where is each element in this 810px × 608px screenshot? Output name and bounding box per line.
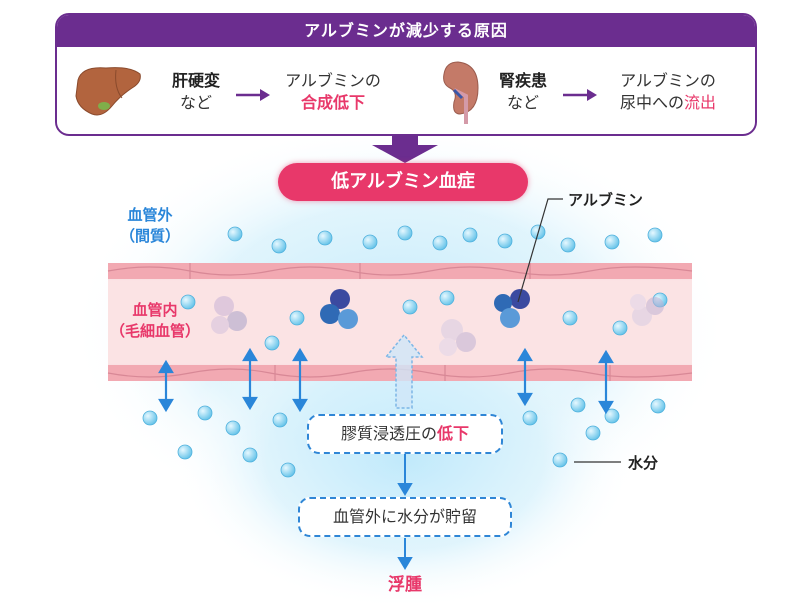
liver-cause-suffix: など <box>179 93 212 112</box>
albumin-faded-1 <box>211 296 247 334</box>
purple-arrow-icon <box>563 89 597 101</box>
outside-label-line2: （間質） <box>119 227 180 245</box>
kidney-result-prefix: 尿中への <box>619 93 684 112</box>
albumin-faded-2 <box>439 319 476 356</box>
kidney-cause: 腎疾患 など <box>487 70 559 114</box>
albumin-solid-1 <box>320 289 358 329</box>
cause-to-condition-arrow <box>372 136 438 163</box>
outside-label-line1: 血管外 <box>127 206 173 224</box>
kidney-result-highlight: 流出 <box>684 93 717 112</box>
kidney-icon <box>443 61 479 124</box>
liver-result-line1: アルブミンの <box>285 71 381 90</box>
inside-label-line1: 血管内 <box>132 301 178 319</box>
inside-vessel-label: 血管内 （毛細血管） <box>100 300 210 342</box>
cause-panel-title: アルブミンが減少する原因 <box>57 15 755 47</box>
albumin-faded-3 <box>630 294 664 326</box>
flow-arrows <box>397 453 413 570</box>
outside-vessel-label: 血管外 （間質） <box>110 205 190 247</box>
oncotic-pressure-text: 膠質浸透圧の <box>340 424 437 443</box>
cause-panel: アルブミンが減少する原因 <box>55 13 757 136</box>
oncotic-pressure-arrow <box>384 333 424 409</box>
leader-lines <box>517 198 621 463</box>
oncotic-pressure-highlight: 低下 <box>437 424 470 443</box>
purple-arrow-icon <box>236 89 270 101</box>
albumin-solid-2 <box>494 289 530 328</box>
kidney-result-line1: アルブミンの <box>620 71 716 90</box>
inside-label-line2: （毛細血管） <box>109 322 200 340</box>
fluid-retention-box: 血管外に水分が貯留 <box>298 497 512 537</box>
liver-cause: 肝硬変 など <box>160 70 232 114</box>
liver-icon <box>75 67 141 116</box>
edema-result: 浮腫 <box>388 575 422 595</box>
liver-cause-name: 肝硬変 <box>171 71 220 90</box>
kidney-cause-name: 腎疾患 <box>498 71 547 90</box>
condition-pill: 低アルブミン血症 <box>278 163 528 201</box>
kidney-cause-suffix: など <box>506 93 539 112</box>
oncotic-pressure-box: 膠質浸透圧の低下 <box>307 414 503 454</box>
liver-result: アルブミンの 合成低下 <box>268 70 398 114</box>
liver-result-highlight: 合成低下 <box>300 93 365 112</box>
albumin-label: アルブミン <box>568 191 643 209</box>
water-movement-arrows <box>158 347 614 415</box>
kidney-result: アルブミンの 尿中への流出 <box>598 70 738 114</box>
water-label: 水分 <box>628 454 659 472</box>
